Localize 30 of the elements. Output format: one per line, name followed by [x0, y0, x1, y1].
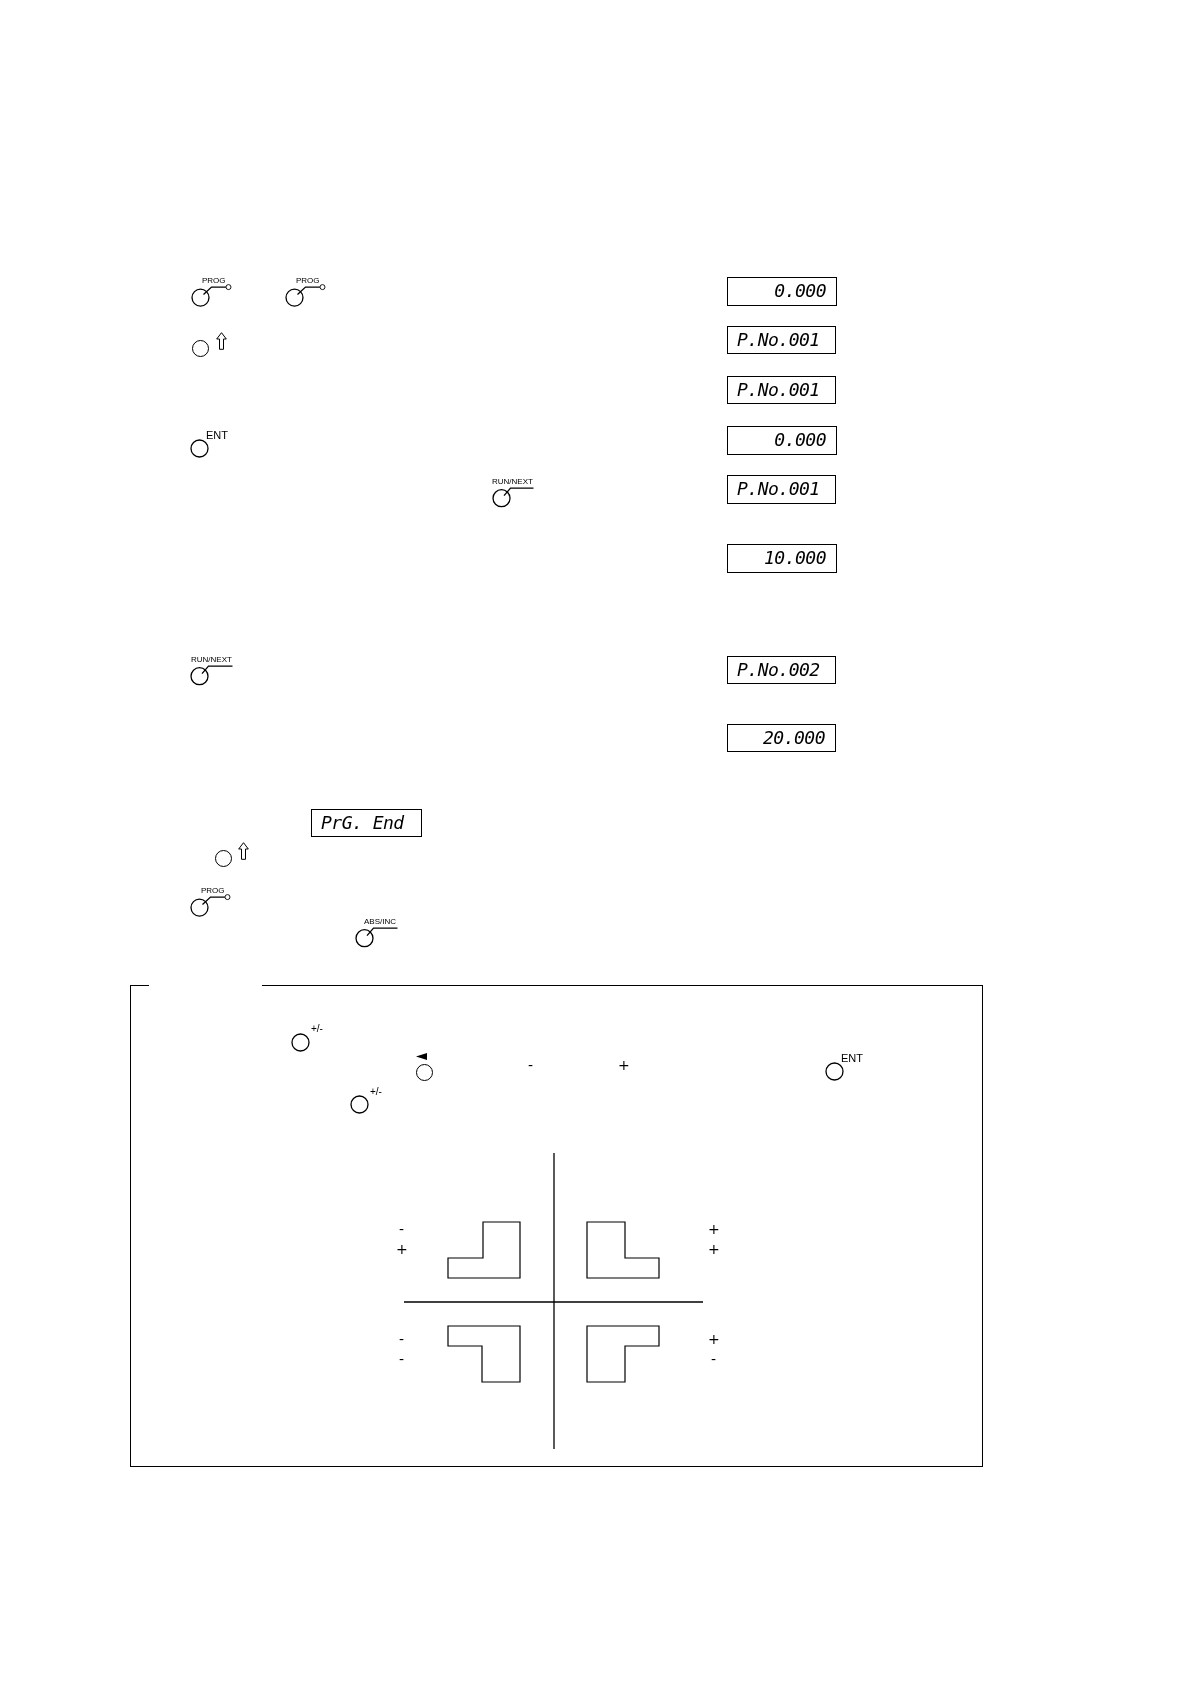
- lcd-display: P.No.002: [727, 656, 836, 684]
- lcd-display: PrG. End: [311, 809, 422, 837]
- sign-label: -: [399, 1352, 405, 1366]
- key-label: ABS/INC: [364, 916, 396, 927]
- lcd-display: 20.000: [727, 724, 836, 752]
- key-label: RUN/NEXT: [191, 654, 232, 665]
- lcd-display: P.No.001: [727, 376, 836, 404]
- sign-label: -: [399, 1222, 405, 1236]
- key-label: ENT: [206, 429, 228, 442]
- lcd-display: 10.000: [727, 544, 837, 573]
- key-label: RUN/NEXT: [492, 476, 533, 487]
- sign-label: -: [711, 1352, 717, 1366]
- sign-label: +: [708, 1332, 720, 1346]
- lcd-display: 0.000: [727, 277, 837, 306]
- note-frame: [130, 985, 983, 1467]
- lcd-display: P.No.001: [727, 326, 836, 354]
- key-label: +/-: [311, 1023, 323, 1035]
- sign-label: +: [708, 1242, 720, 1256]
- key-label: PROG: [201, 885, 225, 896]
- sign-label: +: [396, 1242, 408, 1256]
- sign-label: -: [528, 1058, 534, 1072]
- sign-label: +: [708, 1222, 720, 1236]
- lcd-display: P.No.001: [727, 475, 836, 504]
- sign-label: +: [618, 1058, 630, 1072]
- key-label: PROG: [296, 275, 320, 286]
- key-label: PROG: [202, 275, 226, 286]
- key-label: ENT: [841, 1052, 863, 1065]
- sign-label: -: [399, 1332, 405, 1346]
- lcd-display: 0.000: [727, 426, 837, 455]
- key-label: +/-: [370, 1086, 382, 1098]
